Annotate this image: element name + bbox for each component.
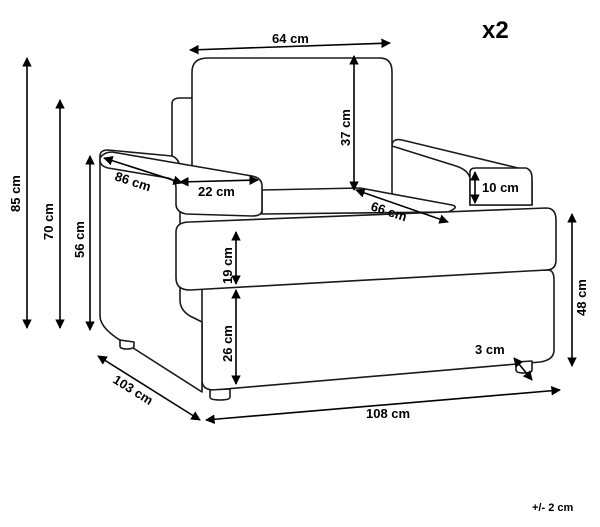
label-seat-height: 48 cm	[574, 279, 589, 316]
dimension-lines	[22, 38, 577, 425]
left-armrest	[99, 149, 203, 393]
label-arm-width: 22 cm	[198, 184, 235, 199]
label-back-height: 37 cm	[338, 109, 353, 146]
front-base	[201, 269, 555, 391]
quantity-label: x2	[482, 17, 509, 44]
seat-surface	[261, 187, 456, 215]
dim-line-total-width	[205, 385, 561, 425]
seat-cushion	[175, 207, 557, 291]
dim-line-arm-width	[179, 175, 259, 187]
right-armrest-front	[469, 167, 533, 206]
back-left-leg	[119, 339, 135, 350]
dim-line-arm-depth	[103, 156, 183, 185]
label-arm-rise: 10 cm	[482, 180, 519, 195]
label-leg-height: 3 cm	[475, 342, 505, 357]
front-left-leg	[209, 388, 231, 401]
label-cushion-thickness: 19 cm	[220, 247, 235, 284]
tolerance-note: +/- 2 cm	[532, 502, 573, 514]
back-cushion	[191, 57, 393, 197]
dim-line-total-depth	[97, 355, 201, 421]
label-total-height: 85 cm	[8, 175, 23, 212]
dim-line-seat-depth	[355, 188, 449, 224]
label-arm-height: 56 cm	[72, 221, 87, 258]
label-back-width: 64 cm	[272, 31, 309, 46]
label-back-height-from-floor: 70 cm	[41, 203, 56, 240]
dim-line-leg-height	[513, 357, 533, 381]
label-total-width: 108 cm	[366, 406, 410, 421]
label-base-height: 26 cm	[220, 325, 235, 362]
dim-line-back-width	[189, 38, 391, 55]
